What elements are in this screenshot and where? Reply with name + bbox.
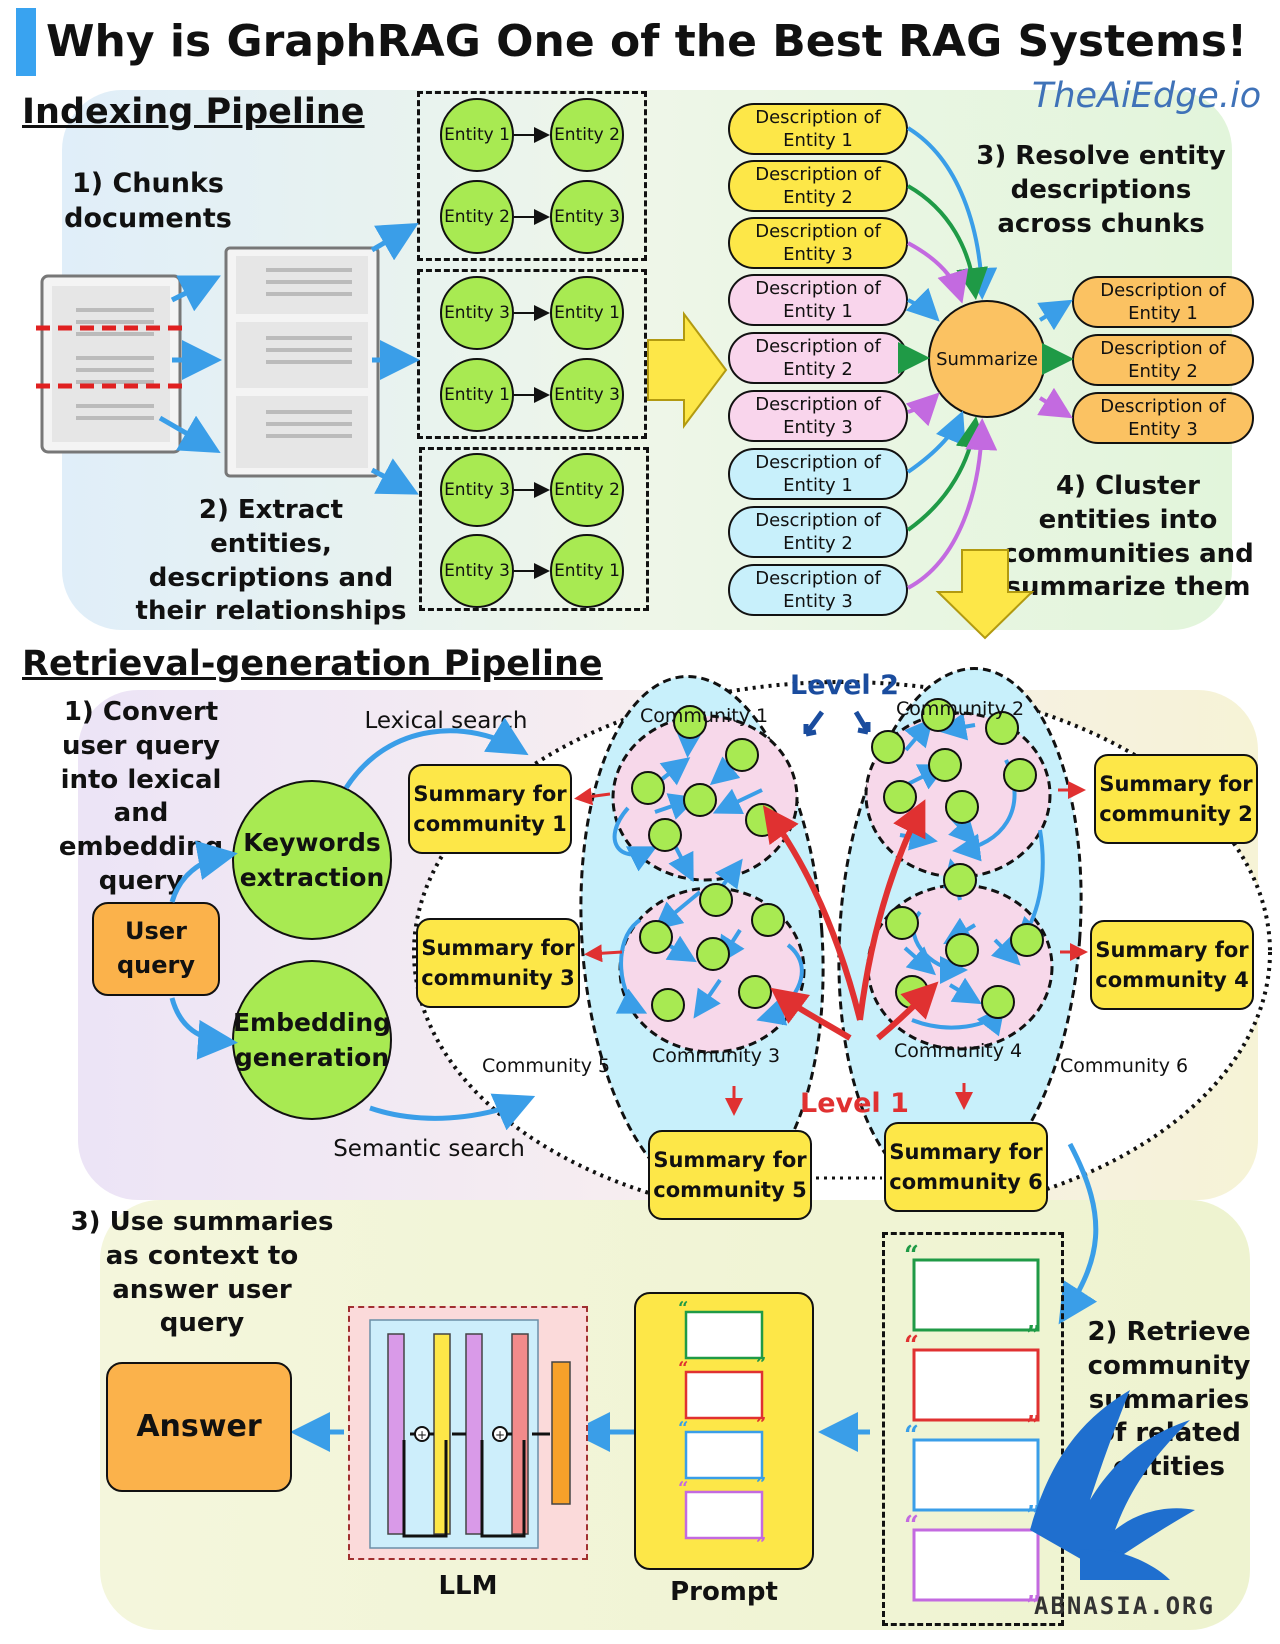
- prompt-label: Prompt: [670, 1577, 778, 1607]
- retrieval-step1-label: 1) Convert user query into lexical and e…: [58, 697, 224, 896]
- entity-node: Entity 3: [550, 358, 624, 432]
- svg-text:”: ”: [1026, 1321, 1041, 1351]
- svg-text:“: “: [904, 1511, 919, 1541]
- semantic-search-label: Semantic search: [333, 1136, 525, 1162]
- svg-text:”: ”: [756, 1414, 766, 1435]
- entity-node: Entity 1: [550, 276, 624, 350]
- community-summary-card: Summary for community 6: [884, 1122, 1048, 1212]
- community-label: Community 1: [640, 705, 769, 727]
- resolved-description: Description of Entity 1: [1072, 276, 1254, 328]
- description-pill: Description of Entity 1: [728, 448, 908, 500]
- entity-chunk-box-3: [419, 447, 649, 611]
- page-title: Why is GraphRAG One of the Best RAG Syst…: [46, 16, 1248, 67]
- svg-text:“: “: [678, 1418, 688, 1439]
- retrieval-heading: Retrieval-generation Pipeline: [22, 644, 603, 684]
- community-label: Community 3: [652, 1045, 781, 1067]
- description-pill: Description of Entity 1: [728, 103, 908, 155]
- description-pill: Description of Entity 3: [728, 390, 908, 442]
- retrieval-step3-label: 3) Use summaries as context to answer us…: [70, 1207, 334, 1339]
- query-arrows: [169, 717, 1099, 1452]
- indexing-arrows: [158, 126, 1074, 640]
- level-1-label: Level 1: [800, 1088, 909, 1119]
- svg-text:”: ”: [756, 1354, 766, 1375]
- entity-node: Entity 3: [440, 453, 514, 527]
- svg-text:”: ”: [1026, 1411, 1041, 1441]
- indexing-step4-label: 4) Cluster entities into communities and…: [1002, 471, 1254, 603]
- description-pill: Description of Entity 3: [728, 217, 908, 269]
- community-label: Community 6: [1060, 1055, 1189, 1077]
- indexing-step2-label: 2) Extract entities, descriptions and th…: [135, 495, 407, 627]
- entity-node: Entity 1: [440, 98, 514, 172]
- svg-text:+: +: [495, 1428, 505, 1442]
- community-summary-card: Summary for community 5: [648, 1130, 812, 1220]
- svg-text:“: “: [904, 1241, 919, 1271]
- resolved-description: Description of Entity 3: [1072, 392, 1254, 444]
- indexing-step1-label: 1) Chunks documents: [64, 168, 232, 235]
- document-icons: [36, 246, 380, 478]
- description-pill: Description of Entity 2: [728, 332, 908, 384]
- community-label: Community 5: [482, 1055, 611, 1077]
- community-summary-card: Summary for community 4: [1090, 920, 1254, 1010]
- community-summary-card: Summary for community 2: [1094, 754, 1258, 844]
- svg-text:“: “: [678, 1298, 688, 1319]
- llm-transformer-diagram: + +: [369, 1319, 571, 1549]
- svg-text:”: ”: [1026, 1591, 1041, 1621]
- indexing-heading: Indexing Pipeline: [22, 92, 365, 132]
- indexing-step3-label: 3) Resolve entity descriptions across ch…: [976, 141, 1226, 239]
- user-query-box: User query: [92, 902, 220, 996]
- description-pill: Description of Entity 1: [728, 274, 908, 326]
- community-graph: [412, 667, 1272, 1200]
- watermark-bird-logo: [1030, 1390, 1195, 1580]
- answer-box: Answer: [106, 1362, 292, 1492]
- title-accent-bar: [16, 8, 36, 76]
- entity-node: Entity 1: [440, 358, 514, 432]
- level-2-label: Level 2: [790, 670, 899, 701]
- community-summary-card: Summary for community 1: [408, 764, 572, 854]
- embedding-generation-node: Embedding generation: [232, 960, 392, 1120]
- llm-label: LLM: [438, 1571, 498, 1601]
- svg-text:+: +: [417, 1428, 427, 1442]
- svg-text:”: ”: [756, 1474, 766, 1495]
- entity-node: Entity 2: [550, 98, 624, 172]
- entity-node: Entity 1: [550, 534, 624, 608]
- svg-text:”: ”: [756, 1534, 766, 1555]
- description-pill: Description of Entity 2: [728, 506, 908, 558]
- community-summary-card: Summary for community 3: [416, 918, 580, 1008]
- svg-text:“: “: [904, 1421, 919, 1451]
- svg-text:“: “: [678, 1358, 688, 1379]
- entity-node: Entity 2: [550, 453, 624, 527]
- description-pill: Description of Entity 2: [728, 160, 908, 212]
- entity-node: Entity 3: [440, 534, 514, 608]
- svg-text:“: “: [904, 1331, 919, 1361]
- retrieved-summaries-box: [882, 1232, 1064, 1626]
- watermark-text: ABNASIA.ORG: [1034, 1592, 1215, 1620]
- entity-node: Entity 3: [440, 276, 514, 350]
- keywords-extraction-node: Keywords extraction: [232, 780, 392, 940]
- prompt-quotes: “ ” “ ” “ ” “ ”: [678, 1298, 766, 1555]
- svg-text:“: “: [678, 1478, 688, 1499]
- entity-chunk-box-1: [417, 91, 647, 261]
- description-pill: Description of Entity 3: [728, 564, 908, 616]
- summarize-node: Summarize: [928, 300, 1046, 418]
- community-label: Community 4: [894, 1040, 1023, 1062]
- community-label: Community 2: [896, 698, 1025, 720]
- retrieved-summary-quotes: “” “” “” “”: [904, 1241, 1041, 1621]
- entity-node: Entity 2: [440, 180, 514, 254]
- brand-label: TheAiEdge.io: [1032, 76, 1262, 116]
- entity-node: Entity 3: [550, 180, 624, 254]
